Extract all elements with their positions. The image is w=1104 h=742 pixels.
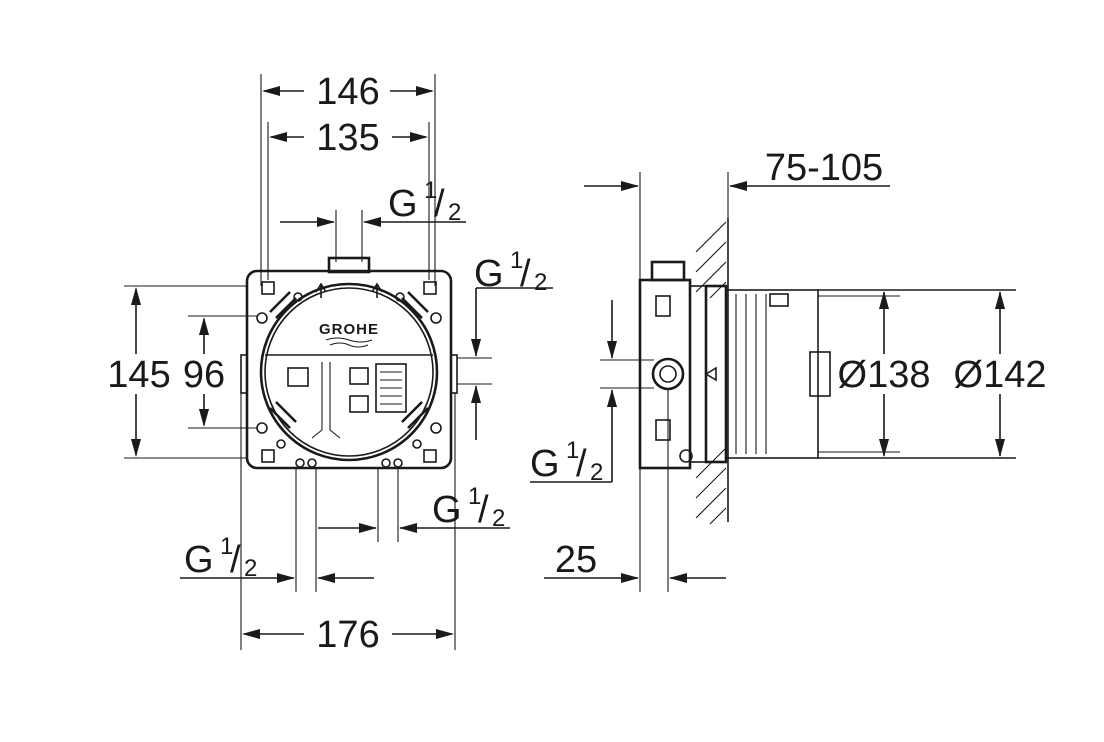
thread-bottom-right-base: G xyxy=(432,489,462,531)
thread-top-den: 2 xyxy=(448,199,461,226)
dim-25: 25 xyxy=(544,390,726,592)
dim-25-label: 25 xyxy=(555,539,597,581)
thread-top-slash: / xyxy=(434,183,445,225)
dim-176-label: 176 xyxy=(316,614,379,656)
brand-logo: GROHE xyxy=(319,321,379,338)
thread-right-slash: / xyxy=(520,253,531,295)
thread-bottom-left-num: 1 xyxy=(220,533,233,560)
thread-bottom-right-den: 2 xyxy=(492,505,505,532)
thread-side: G 1 / 2 xyxy=(530,300,654,486)
dim-75-105-label: 75-105 xyxy=(765,147,883,189)
dim-145: 145 xyxy=(107,285,247,459)
thread-top-base: G xyxy=(388,183,418,225)
dim-96: 96 xyxy=(183,315,258,429)
thread-right: G 1 / 2 xyxy=(457,247,553,440)
thread-right-num: 1 xyxy=(510,247,523,274)
dim-146: 146 xyxy=(260,71,436,286)
thread-bottom-right-slash: / xyxy=(478,489,489,531)
thread-side-slash: / xyxy=(576,443,587,485)
dim-135: 135 xyxy=(267,117,430,280)
thread-side-num: 1 xyxy=(566,437,579,464)
thread-top-num: 1 xyxy=(424,177,437,204)
thread-bottom-left-slash: / xyxy=(230,539,241,581)
dim-176: 176 xyxy=(240,393,456,656)
thread-bottom-left-base: G xyxy=(184,539,214,581)
dim-d138: Ø138 xyxy=(838,291,931,457)
wall-section xyxy=(695,218,729,525)
thread-bottom-left-den: 2 xyxy=(244,555,257,582)
thread-right-den: 2 xyxy=(534,269,547,296)
thread-top: G 1 / 2 xyxy=(280,177,466,262)
valve-body: GROHE xyxy=(240,256,458,470)
dim-d142-label: Ø142 xyxy=(954,354,1047,396)
thread-bottom-right-num: 1 xyxy=(468,483,481,510)
side-view: 75-105 xyxy=(530,147,1046,592)
dim-75-105: 75-105 xyxy=(584,147,890,592)
dim-146-label: 146 xyxy=(316,71,379,113)
thread-side-base: G xyxy=(530,443,560,485)
front-view: 146 135 G 1 / 2 xyxy=(107,71,553,656)
thread-bottom-left: G 1 / 2 xyxy=(180,468,374,592)
thread-side-den: 2 xyxy=(590,459,603,486)
thread-bottom-right: G 1 / 2 xyxy=(318,468,510,542)
dim-d142: Ø142 xyxy=(954,291,1047,457)
dim-96-label: 96 xyxy=(183,354,225,396)
dim-145-label: 145 xyxy=(107,354,170,396)
dim-135-label: 135 xyxy=(316,117,379,159)
thread-right-base: G xyxy=(474,253,504,295)
side-body xyxy=(638,260,1016,470)
dim-d138-label: Ø138 xyxy=(838,354,931,396)
